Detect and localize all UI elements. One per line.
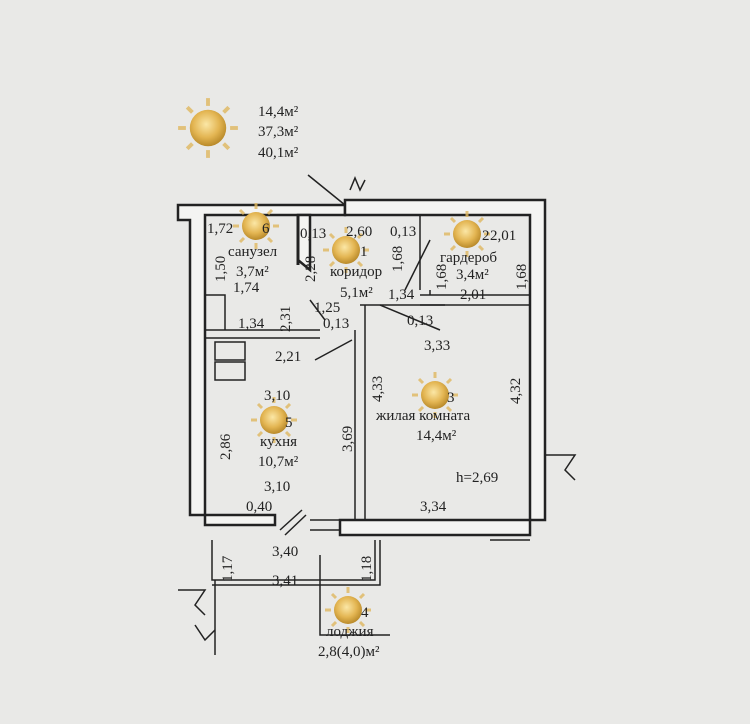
room-name-kitchen: кухня	[260, 434, 297, 450]
room-number: 4	[361, 605, 369, 621]
room-number: 5	[285, 415, 293, 431]
room-area-bathroom: 3,7м²	[236, 264, 269, 280]
dimension-label: 2,01	[460, 287, 486, 303]
room-name-wardrobe: гардероб	[440, 250, 497, 266]
dimension-label: 1,34	[388, 287, 415, 303]
dimension-label: 1,68	[514, 264, 530, 290]
dimension-label: 3,41	[272, 573, 298, 589]
dimension-label: 1,18	[359, 556, 375, 582]
room-area-wardrobe: 3,4м²	[456, 267, 489, 283]
room-name-loggia: лоджия	[326, 624, 374, 640]
dimension-label: 0,40	[246, 499, 272, 515]
dimension-label: 1,34	[238, 316, 265, 332]
dimension-label: 0,13	[300, 226, 326, 242]
dimension-label: 0,13	[407, 313, 433, 329]
room-name-bathroom: санузел	[228, 244, 278, 260]
total-area-summary: 37,3м²	[258, 124, 299, 140]
dimension-label: 2,01	[490, 228, 516, 244]
dimension-label: 1,72	[207, 221, 233, 237]
room-area-corridor: 5,1м²	[340, 285, 373, 301]
dimension-label: 3,69	[340, 426, 356, 452]
dimension-label: 3,10	[264, 388, 290, 404]
dimension-label: 4,33	[370, 376, 386, 402]
dimension-label: 1,68	[434, 264, 450, 290]
sun-icon	[176, 96, 240, 160]
dimension-label: 1,50	[213, 256, 229, 282]
walls	[176, 174, 577, 655]
room-area-living: 14,4м²	[416, 428, 457, 444]
room-number: 6	[262, 221, 270, 237]
room-area-kitchen: 10,7м²	[258, 454, 299, 470]
room-number: 3	[447, 390, 455, 406]
dimension-label: 3,40	[272, 544, 298, 560]
dimension-label: 0,13	[323, 316, 349, 332]
room-name-corridor: коридор	[330, 264, 382, 280]
dimension-label: 1,74	[233, 280, 260, 296]
dimension-label: 3,33	[424, 338, 450, 354]
dimension-label: 3,34	[420, 499, 447, 515]
ceiling-height: h=2,69	[456, 470, 498, 486]
room-area-loggia: 2,8(4,0)м²	[318, 644, 380, 660]
dimension-label: 0,13	[390, 224, 416, 240]
dimension-label: 1,25	[314, 300, 340, 316]
dimension-label: 2,86	[218, 433, 234, 460]
dimension-label: 1,68	[390, 246, 406, 272]
dimension-label: 1,17	[220, 555, 236, 582]
room-number: 1	[360, 244, 368, 260]
room-name-living: жилая комната	[375, 408, 470, 424]
total-area-with-loggia: 40,1м²	[258, 145, 299, 161]
dimension-label: 2,31	[278, 306, 294, 332]
dimension-label: 3,10	[264, 479, 290, 495]
dimension-label: 2,60	[346, 224, 372, 240]
dimensions: 1,72 0,13 2,60 0,13 2,01 1,50 2,28 1,68 …	[207, 221, 530, 589]
dimension-label: 2,21	[275, 349, 301, 365]
living-area-summary: 14,4м²	[258, 104, 299, 120]
dimension-label: 4,32	[508, 378, 524, 404]
room-number: 2	[482, 228, 490, 244]
dimension-label: 2,28	[303, 256, 319, 282]
